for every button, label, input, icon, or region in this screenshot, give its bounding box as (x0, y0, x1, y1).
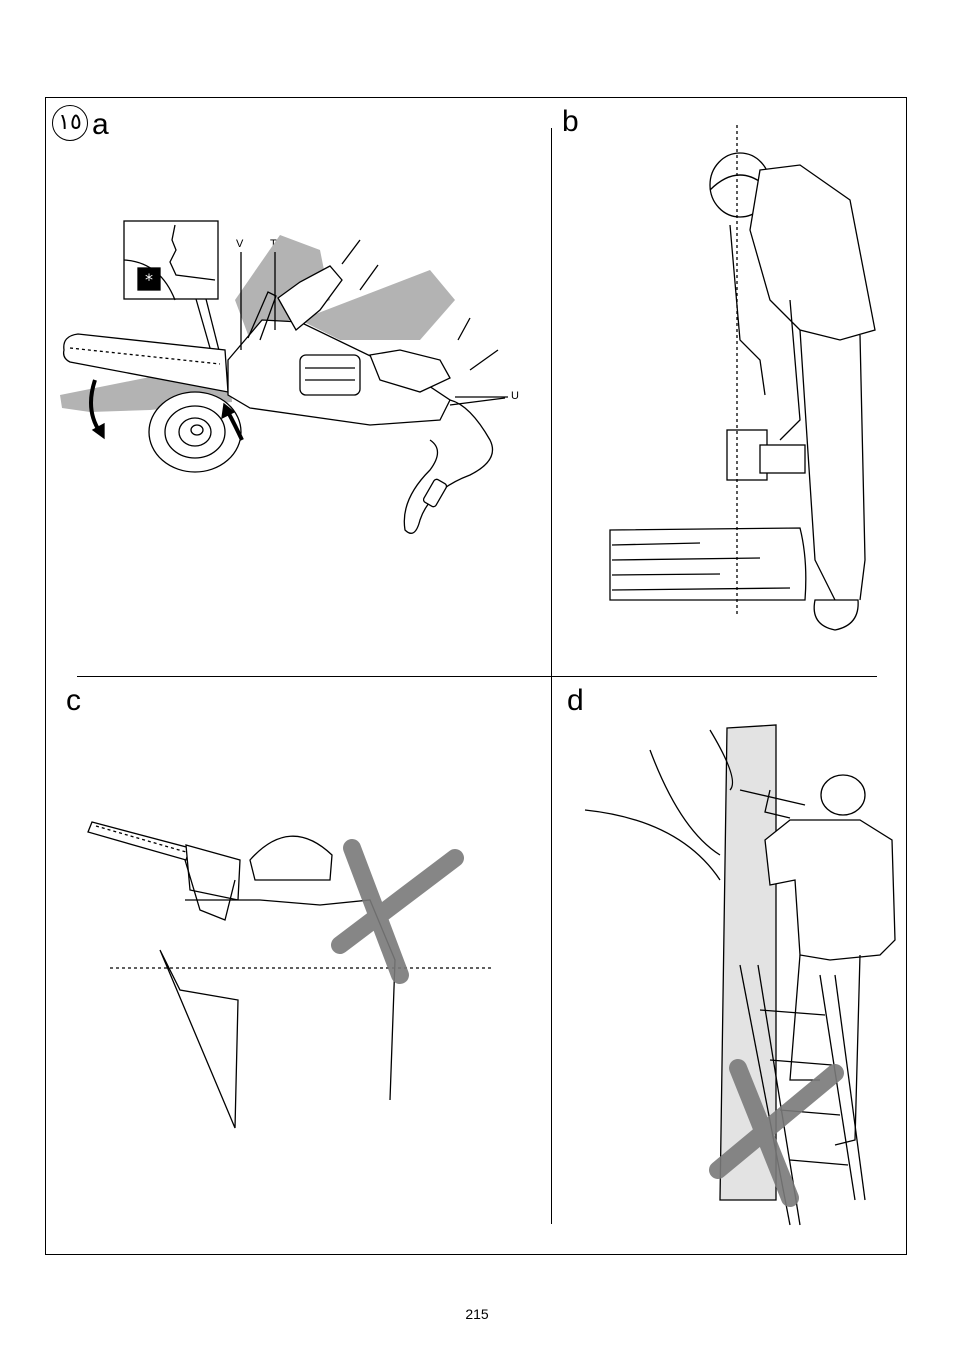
panel-b-illustration (610, 125, 875, 630)
svg-text:*: * (145, 270, 153, 289)
panel-a-illustration: * (60, 221, 508, 533)
page-number: 215 (0, 1306, 954, 1322)
